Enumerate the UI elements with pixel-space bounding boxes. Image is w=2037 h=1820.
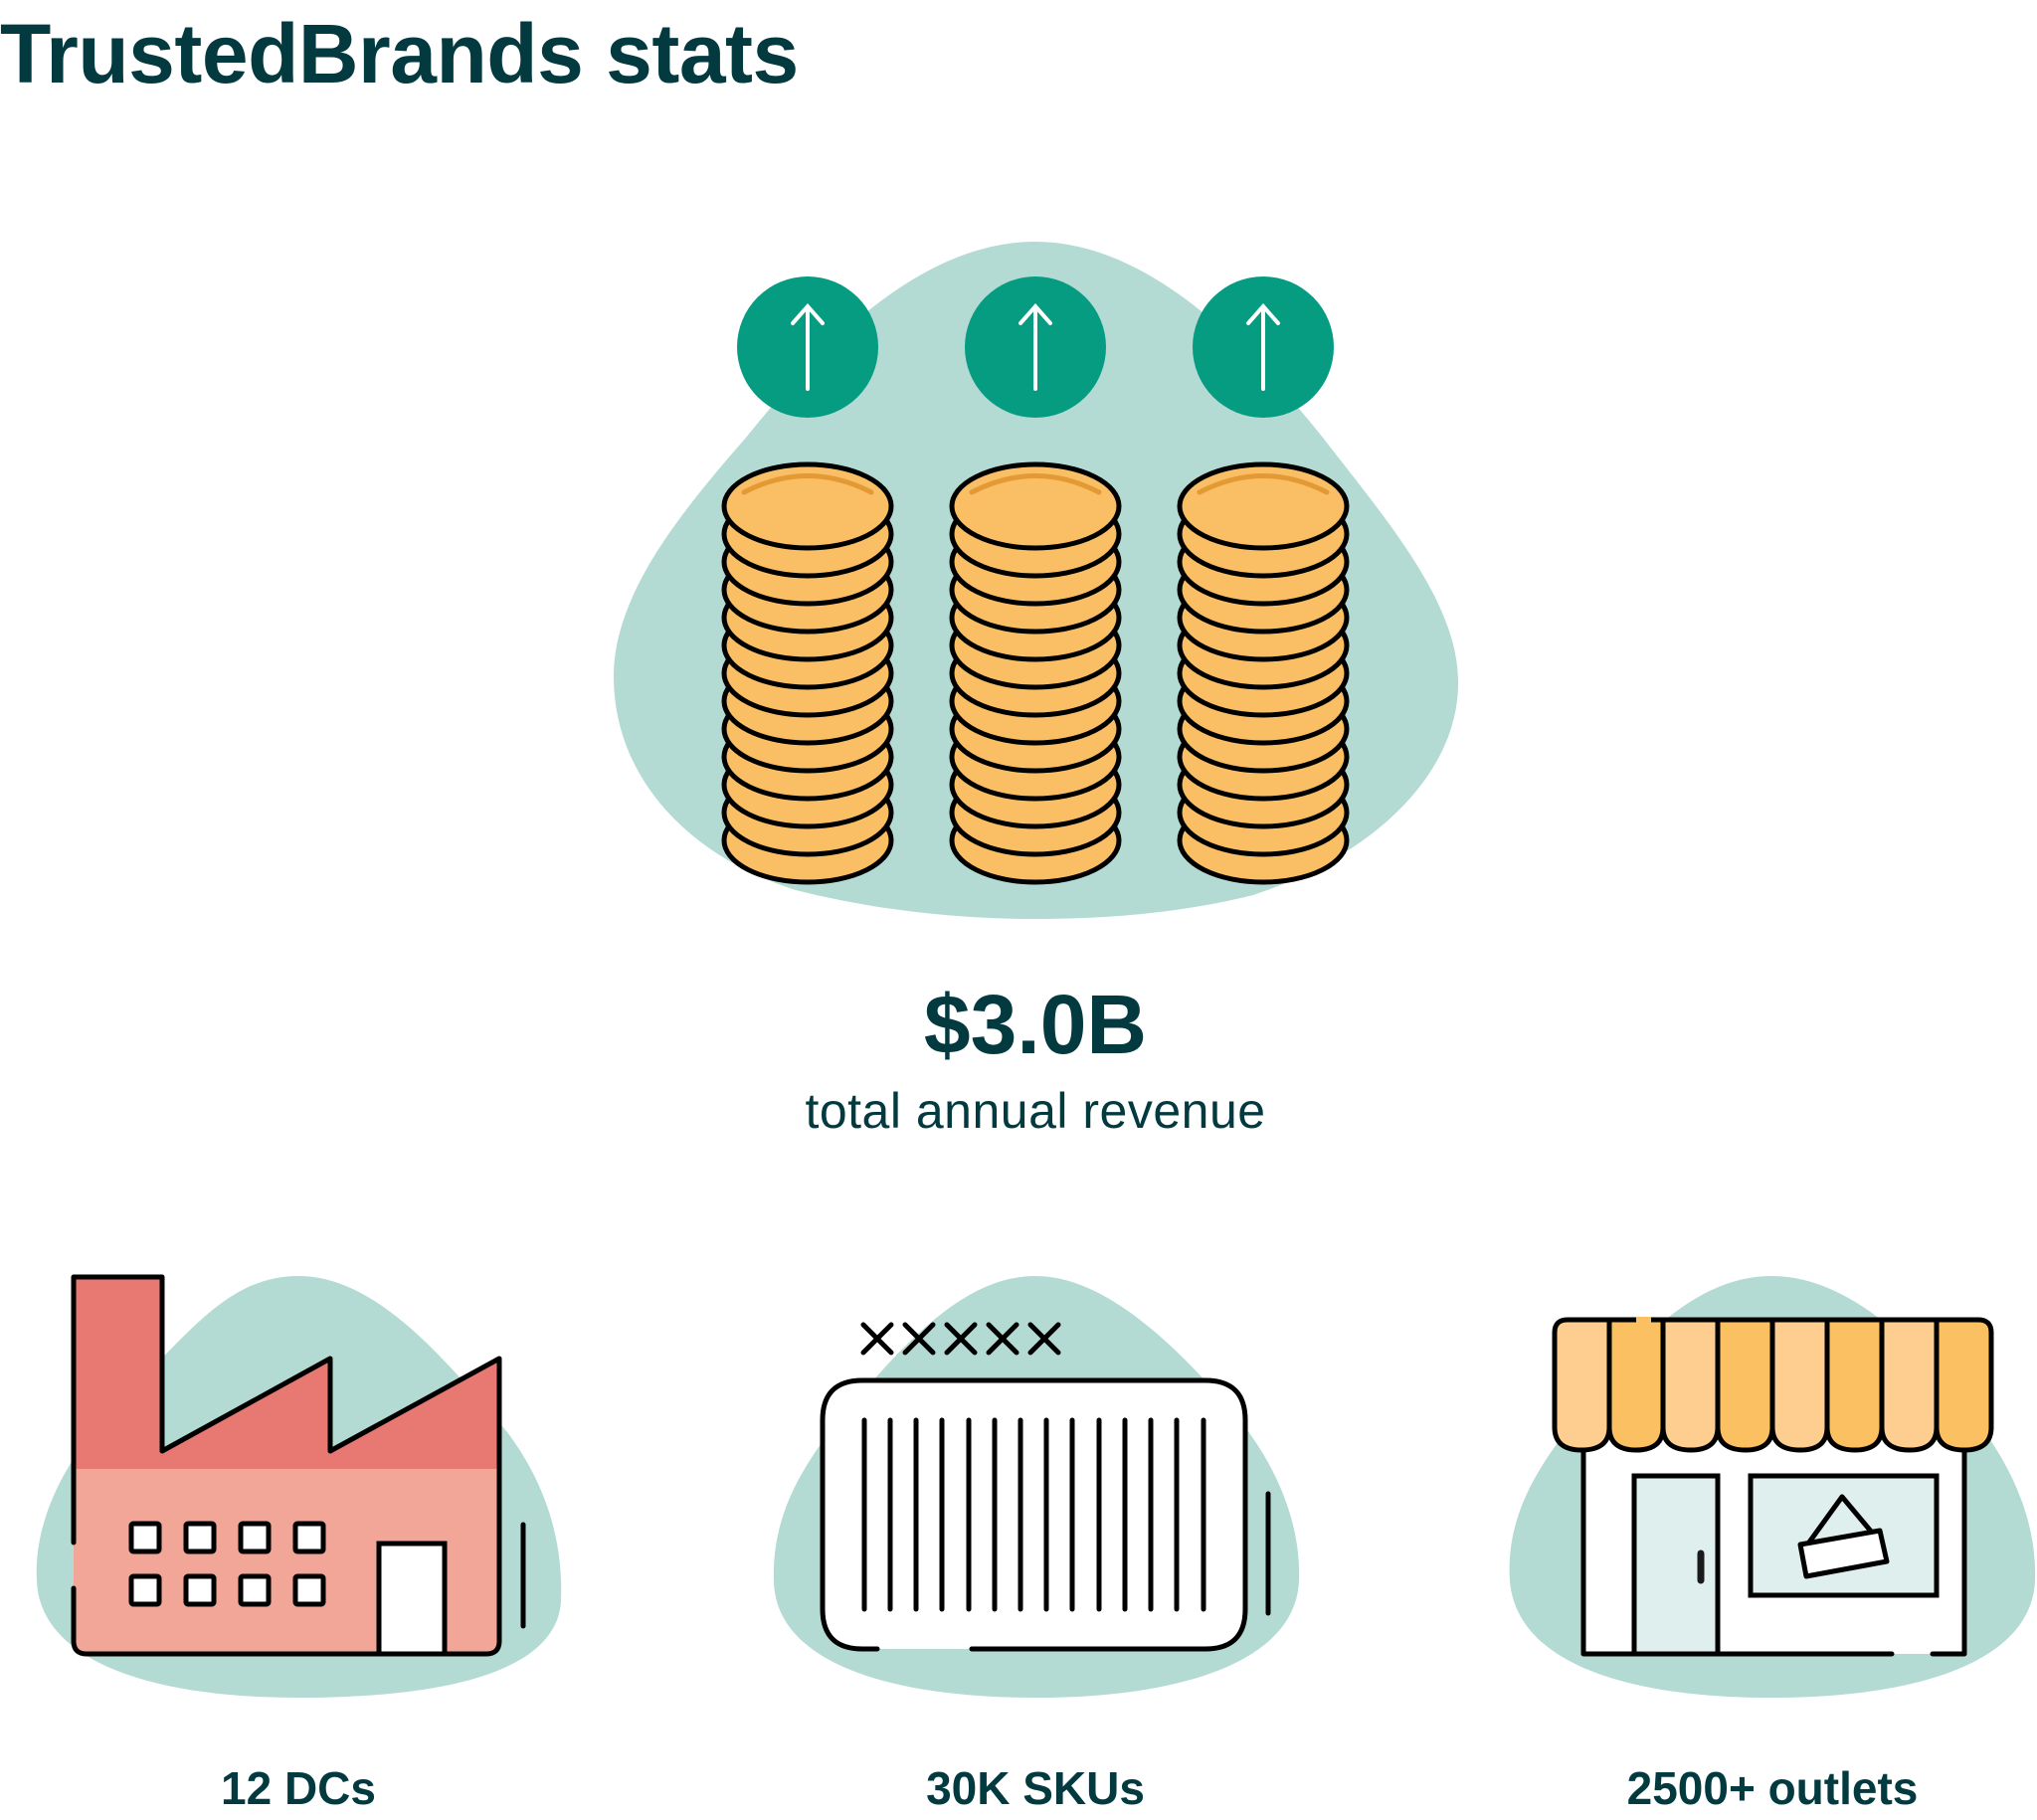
coin-stack-icon bbox=[1180, 464, 1347, 882]
revenue-caption: total annual revenue bbox=[805, 1083, 1266, 1139]
stat-label-skus: 30K SKUs bbox=[926, 1762, 1145, 1814]
storefront-icon bbox=[1509, 1276, 2036, 1698]
page-title: TrustedBrands stats bbox=[0, 7, 799, 100]
factory-icon bbox=[36, 1274, 562, 1698]
barcode-marks bbox=[860, 1322, 1061, 1356]
up-arrow-icon bbox=[965, 276, 1106, 418]
up-arrow-icon bbox=[1193, 276, 1334, 418]
barcode-icon bbox=[773, 1276, 1300, 1698]
up-arrow-icon bbox=[737, 276, 878, 418]
revenue-value: $3.0B bbox=[923, 978, 1148, 1071]
stat-label-outlets: 2500+ outlets bbox=[1626, 1762, 1919, 1814]
stat-label-dcs: 12 DCs bbox=[221, 1762, 376, 1814]
coin-stack-icon bbox=[952, 464, 1119, 882]
coin-stack-icon bbox=[724, 464, 891, 882]
